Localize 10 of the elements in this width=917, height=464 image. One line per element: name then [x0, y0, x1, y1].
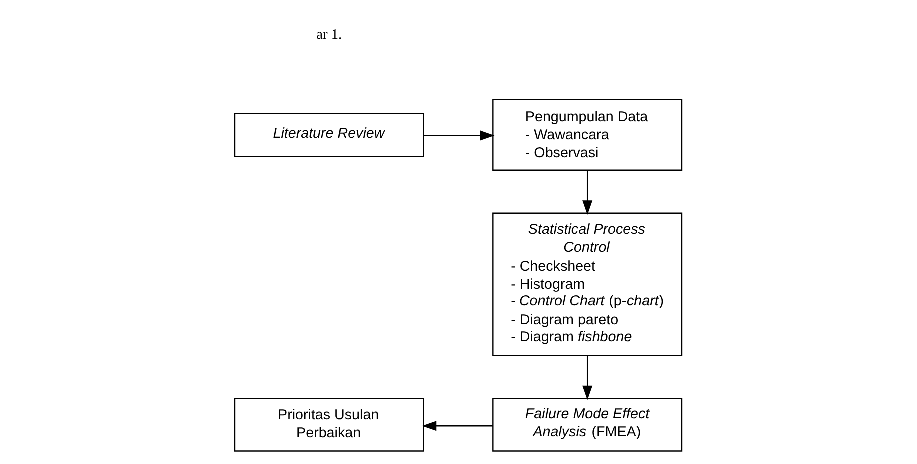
- label: ar 1.: [316, 26, 342, 42]
- arrow: [582, 170, 593, 215]
- node-box: Failure Mode Effect Analysis (FMEA): [492, 398, 683, 452]
- node-box: Pengumpulan Data - Wawancara - Observasi: [492, 98, 683, 170]
- node-box: Prioritas Usulan Perbaikan: [234, 398, 424, 452]
- node-box: Statistical Process Control - Checksheet - Histogram - Control Chart (p-chart) - Diagram pareto - Diagram fishbone: [492, 212, 683, 356]
- arrow: [422, 420, 493, 431]
- arrow: [582, 355, 593, 400]
- node-box: Literature Review: [234, 112, 424, 157]
- arrow: [424, 130, 495, 140]
